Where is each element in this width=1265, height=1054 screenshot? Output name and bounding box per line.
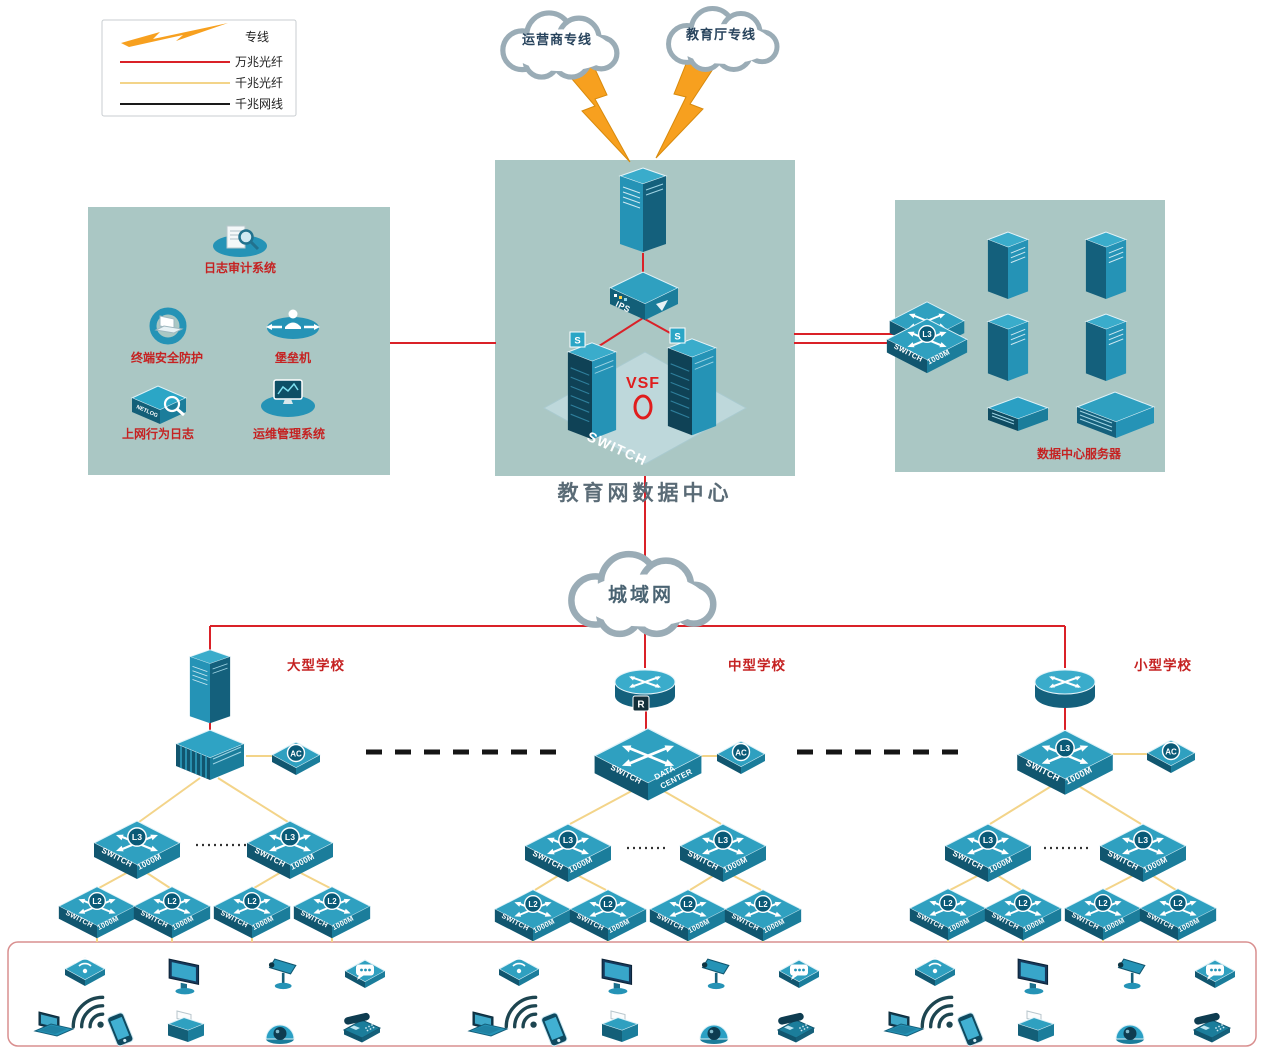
arrow-icon [656, 300, 668, 311]
l2-switch [134, 887, 210, 938]
large-school-subtree: 大型学校 [59, 649, 370, 938]
l2-switch [1140, 889, 1216, 940]
person-icon [288, 309, 298, 319]
legend-item-label: 专线 [245, 29, 269, 44]
server-zone-label: 数据中心服务器 [1037, 446, 1122, 461]
l2-switch [495, 890, 571, 941]
core-switch-right [667, 338, 717, 436]
svg-text:上网行为日志: 上网行为日志 [122, 426, 194, 441]
ips-device: IPS [608, 271, 680, 320]
svg-text:运维管理系统: 运维管理系统 [253, 426, 325, 441]
small-school-core-switch [1017, 730, 1113, 794]
large-school-gateway-tower [189, 649, 231, 724]
small-school-router [1034, 669, 1096, 709]
core-firewall-tower [619, 167, 667, 253]
medium-school-subtree: 中型学校 R SWITCH DATA CENTER [495, 657, 801, 941]
education-cloud-label: 教育厅专线 [685, 27, 756, 42]
ac-controller [271, 740, 321, 776]
stack-flag-left: S [569, 331, 586, 348]
ac-controller [716, 739, 766, 775]
vsf-link-ring-icon [633, 394, 653, 420]
legend-item-label: 万兆光纤 [235, 55, 283, 69]
stack-flag-right: S [669, 327, 686, 344]
large-school-label: 大型学校 [287, 657, 345, 673]
ops-management-system: 运维管理系统 [253, 379, 325, 441]
l3-switch [680, 824, 766, 882]
medium-school-core-switch: SWITCH DATA CENTER [593, 727, 703, 802]
blade-chassis [1075, 391, 1156, 438]
1g-fiber-links [96, 753, 1179, 942]
l2-switch [650, 890, 726, 941]
core-switch-left [567, 342, 617, 440]
l3-switch [247, 821, 333, 879]
server-cabinet [1085, 231, 1127, 300]
svg-text:S: S [674, 332, 680, 343]
l2-switch [1065, 889, 1141, 940]
l2-switch [910, 889, 986, 940]
server-cabinet [987, 313, 1029, 382]
legend: 专线 万兆光纤 千兆光纤 千兆网线 [101, 19, 297, 117]
bastion-host: 堡垒机 [266, 309, 320, 365]
server-cabinet [1085, 313, 1127, 382]
svg-text:日志审计系统: 日志审计系统 [204, 260, 276, 275]
server-cabinet [987, 231, 1029, 300]
l3-switch [94, 821, 180, 879]
magnifier-icon [238, 229, 254, 245]
l3-switch [525, 824, 611, 882]
datacenter-title: 教育网数据中心 [558, 481, 733, 505]
ac-controller [1146, 738, 1196, 774]
storage-array [986, 396, 1050, 431]
carrier-cloud-label: 运营商专线 [522, 32, 592, 47]
router-badge: R [632, 695, 650, 712]
l2-switch [214, 887, 290, 938]
l2-switch [725, 890, 801, 941]
l3-switch [1100, 824, 1186, 882]
log-audit-system: 日志审计系统 [204, 225, 276, 275]
large-school-core-switch [174, 729, 246, 780]
l3-switch [945, 824, 1031, 882]
l2-switch [59, 887, 135, 938]
svg-text:终端安全防护: 终端安全防护 [131, 350, 203, 365]
medium-school-label: 中型学校 [728, 657, 786, 673]
man-cloud-label: 城域网 [608, 583, 674, 606]
small-school-subtree: 小型学校 [910, 657, 1216, 940]
terminal-security-system: 终端安全防护 [131, 307, 203, 365]
magnifier-icon [163, 395, 181, 413]
vsf-label: VSF [626, 375, 660, 392]
ellipsis-links [196, 749, 1088, 850]
l2-switch [985, 889, 1061, 940]
legend-item-label: 千兆光纤 [235, 76, 283, 90]
legend-lightning-icon [121, 23, 228, 47]
l2-switch [294, 887, 370, 938]
svg-text:堡垒机: 堡垒机 [275, 350, 311, 365]
legend-item-label: 千兆网线 [235, 97, 283, 111]
dedicated-line-bolt-education [655, 53, 719, 159]
svg-text:R: R [637, 700, 645, 711]
small-school-label: 小型学校 [1134, 657, 1192, 673]
svg-text:S: S [574, 336, 580, 347]
netlog-system: NETLOG 上网行为日志 [122, 385, 194, 441]
l2-switch [570, 890, 646, 941]
